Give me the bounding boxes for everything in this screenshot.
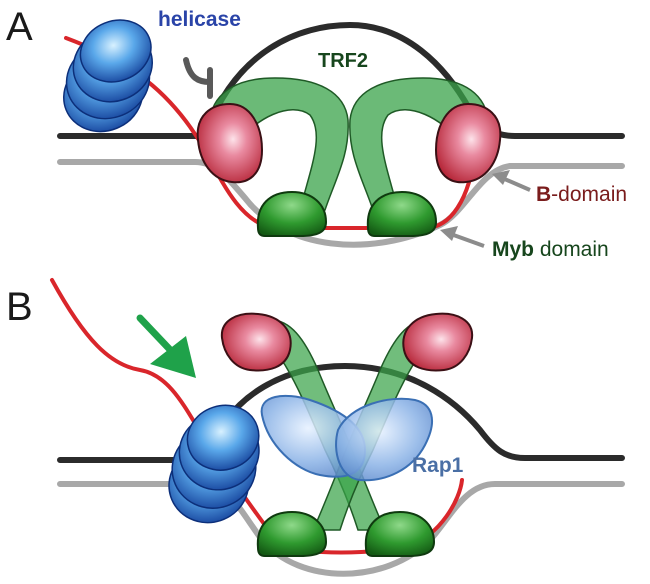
rap1-label: Rap1 bbox=[412, 454, 464, 477]
myb-domain-right-b bbox=[364, 510, 436, 557]
rap1-right bbox=[335, 397, 434, 482]
b-domain-label: B-domain bbox=[536, 183, 627, 206]
helicase-a bbox=[63, 19, 153, 133]
grey-arrow-icon bbox=[492, 170, 531, 192]
b-domain-right-a bbox=[434, 102, 502, 184]
panel-b: B Rap1 bbox=[6, 278, 625, 577]
grey-arrow-icon bbox=[440, 226, 485, 248]
myb-domain-left-a bbox=[256, 190, 328, 237]
b-domain-left-b bbox=[220, 312, 292, 372]
helicase-b bbox=[168, 404, 260, 524]
myb-domain-label-rest: domain bbox=[534, 238, 609, 261]
panel-a: A helicase TRF2 bbox=[6, 5, 627, 261]
b-domain-right-b bbox=[402, 312, 474, 372]
myb-domain-right-a bbox=[366, 190, 438, 237]
panel-a-letter: A bbox=[6, 5, 33, 49]
b-domain-label-rest: -domain bbox=[551, 183, 627, 206]
green-arrow-icon bbox=[136, 314, 196, 378]
myb-domain-label-bold: Myb bbox=[492, 238, 534, 261]
rap1-dimer bbox=[260, 394, 434, 482]
b-domain-label-bold: B bbox=[536, 183, 551, 206]
blunt-arrow-icon bbox=[183, 57, 213, 99]
myb-domain-left-b bbox=[256, 510, 328, 557]
b-domain-left-a bbox=[196, 102, 264, 184]
trf2-label: TRF2 bbox=[318, 50, 368, 72]
myb-domain-label: Myb domain bbox=[492, 238, 609, 261]
panel-b-letter: B bbox=[6, 285, 33, 329]
helicase-label: helicase bbox=[158, 8, 241, 31]
